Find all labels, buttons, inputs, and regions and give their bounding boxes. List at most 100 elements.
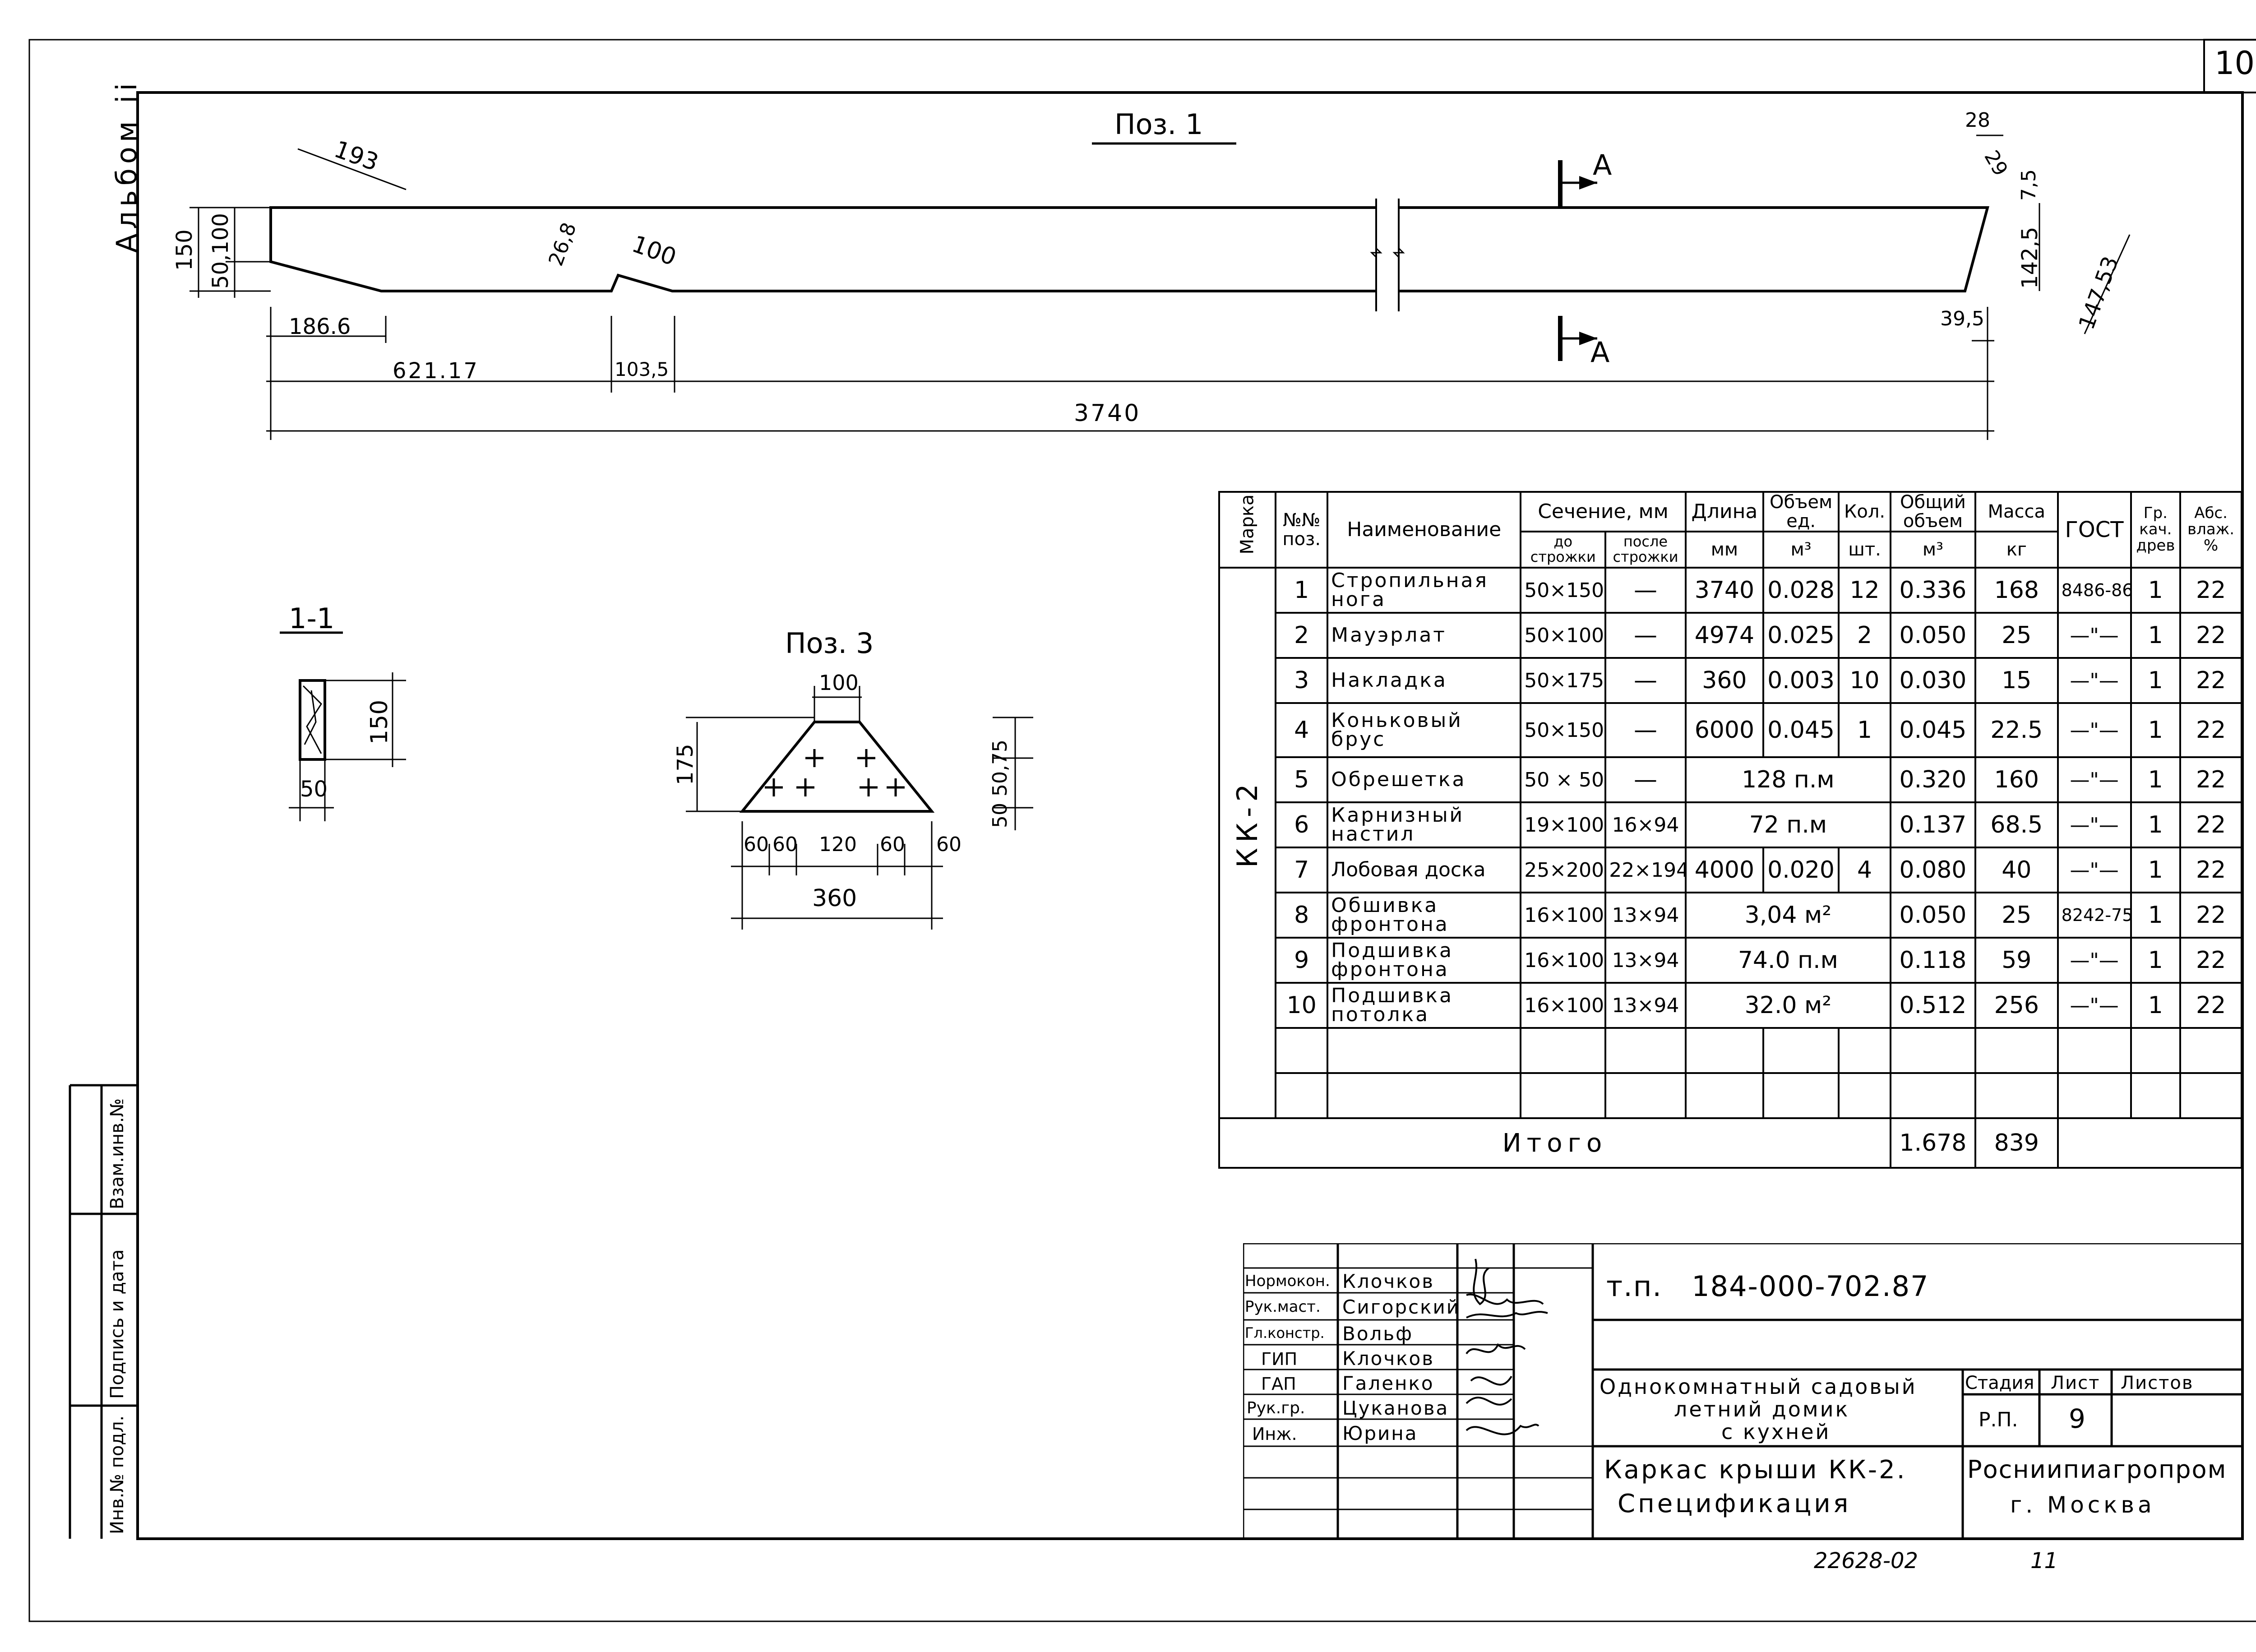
row-total: 0.050: [1889, 612, 1976, 659]
row-volume: 0.025: [1762, 612, 1840, 659]
empty-row: [1219, 1027, 2242, 1074]
row-total: 0.030: [1889, 657, 1976, 704]
total-empty: [2057, 1117, 2243, 1169]
row-after: —: [1604, 702, 1687, 758]
total-label: Итого: [1218, 1117, 1891, 1169]
header-marka: Марка: [1218, 491, 1277, 569]
row-qty: 10: [1838, 657, 1891, 704]
role-gap: ГАП: [1261, 1374, 1296, 1394]
row-total: 0.137: [1889, 801, 1976, 848]
stamp-sign: Подпись и дата: [107, 1249, 128, 1399]
name-gap: Галенко: [1342, 1372, 1434, 1394]
row-merged: 32.0 м²: [1684, 982, 1891, 1029]
dim-621-17: 621.17: [393, 358, 479, 384]
poz3-dim-b60d: 60: [936, 833, 962, 856]
role-gip: ГИП: [1261, 1349, 1298, 1369]
row-before: 50×150: [1520, 567, 1607, 614]
role-gl-konstr: Гл.констр.: [1245, 1324, 1325, 1342]
header-length: Длина: [1684, 491, 1765, 532]
section-title: 1-1: [289, 602, 335, 635]
row-name: Обшивка фронтона: [1327, 892, 1522, 939]
row-moisture: 22: [2179, 612, 2242, 659]
album-label: Альбом ii: [110, 79, 143, 253]
row-qty: 2: [1838, 612, 1891, 659]
header-section: Сечение, мм: [1520, 491, 1687, 532]
row-gost: —"—: [2057, 657, 2132, 704]
row-after: —: [1604, 612, 1687, 659]
row-length: 3740: [1684, 567, 1765, 614]
specification-table: Марка №№ поз. Наименование Сечение, мм Д…: [1218, 491, 2243, 1169]
row-total: 0.118: [1889, 937, 1976, 984]
row-poz: 10: [1275, 982, 1329, 1029]
row-total: 0.080: [1889, 847, 1976, 893]
row-after: 13×94: [1604, 982, 1687, 1029]
row-total: 0.045: [1889, 702, 1976, 758]
role-ruk-gr: Рук.гр.: [1247, 1399, 1305, 1417]
stamp-inv: Инв.№ подл.: [107, 1415, 128, 1534]
row-before: 50 × 50: [1520, 756, 1607, 803]
row-poz: 5: [1275, 756, 1329, 803]
header-before: до строжки: [1520, 531, 1607, 569]
header-volume-unit: м³: [1762, 531, 1840, 569]
dim-28: 28: [1965, 109, 1990, 132]
row-mass: 68.5: [1974, 801, 2059, 848]
name-ruk-gr: Цуканова: [1342, 1397, 1449, 1419]
row-poz: 2: [1275, 612, 1329, 659]
row-grade: 1: [2130, 756, 2182, 803]
poz3-dim-top: 100: [819, 671, 859, 695]
project-code: т.п. 184-000-702.87: [1606, 1270, 1929, 1303]
row-name: Подшивка потолка: [1327, 982, 1522, 1029]
row-after: —: [1604, 567, 1687, 614]
dim-50-100: 50,100: [208, 213, 233, 289]
row-before: 50×175: [1520, 657, 1607, 704]
dim-142-5: 142,5: [2017, 227, 2043, 289]
header-after: после строжки: [1604, 531, 1687, 569]
sheet-number: 10: [2214, 45, 2255, 82]
row-volume: 0.045: [1762, 702, 1840, 758]
row-mass: 168: [1974, 567, 2059, 614]
row-name: Обрешетка: [1327, 756, 1522, 803]
name-ruk-mast: Сигорский: [1342, 1296, 1461, 1318]
header-poz: №№ поз.: [1275, 491, 1329, 569]
total-mass: 839: [1974, 1117, 2059, 1169]
row-total: 0.320: [1889, 756, 1976, 803]
dim-150: 150: [172, 229, 197, 271]
archive-number: 22628-02: [1814, 1548, 1919, 1573]
row-merged: 128 п.м: [1684, 756, 1891, 803]
row-after: —: [1604, 657, 1687, 704]
sheet-value: 9: [2069, 1403, 2085, 1434]
header-volume: Объем ед.: [1762, 491, 1840, 532]
header-gost: ГОСТ: [2057, 491, 2132, 569]
sheet-label: Лист: [2051, 1373, 2100, 1393]
row-gost: —"—: [2057, 801, 2132, 848]
row-poz: 6: [1275, 801, 1329, 848]
row-name: Накладка: [1327, 657, 1522, 704]
drawing-title-1: Каркас крыши КК-2.: [1604, 1455, 1907, 1485]
title-block-lines: [1243, 1243, 2242, 1539]
poz3-dim-right: 50 50,75: [989, 740, 1012, 828]
header-total-volume: Общий объем: [1889, 491, 1976, 532]
header-grade: Гр. кач. древ: [2130, 491, 2182, 569]
poz3-dim-b60c: 60: [880, 833, 905, 856]
name-gip: Клочков: [1342, 1347, 1434, 1370]
row-name: Стропильная нога: [1327, 567, 1522, 614]
section-mark-bottom: А: [1590, 336, 1610, 369]
header-mass: Масса: [1974, 491, 2059, 532]
row-qty: 12: [1838, 567, 1891, 614]
row-length: 6000: [1684, 702, 1765, 758]
org-city: г. Москва: [2010, 1492, 2155, 1518]
row-qty: 1: [1838, 702, 1891, 758]
row-total: 0.512: [1889, 982, 1976, 1029]
row-total: 0.050: [1889, 892, 1976, 939]
section-dim-150: 150: [366, 699, 393, 745]
row-total: 0.336: [1889, 567, 1976, 614]
header-moisture: Абс. влаж. %: [2179, 491, 2242, 569]
row-grade: 1: [2130, 892, 2182, 939]
row-poz: 8: [1275, 892, 1329, 939]
row-before: 16×100: [1520, 937, 1607, 984]
row-moisture: 22: [2179, 892, 2242, 939]
row-mass: 22.5: [1974, 702, 2059, 758]
row-grade: 1: [2130, 567, 2182, 614]
row-volume: 0.003: [1762, 657, 1840, 704]
